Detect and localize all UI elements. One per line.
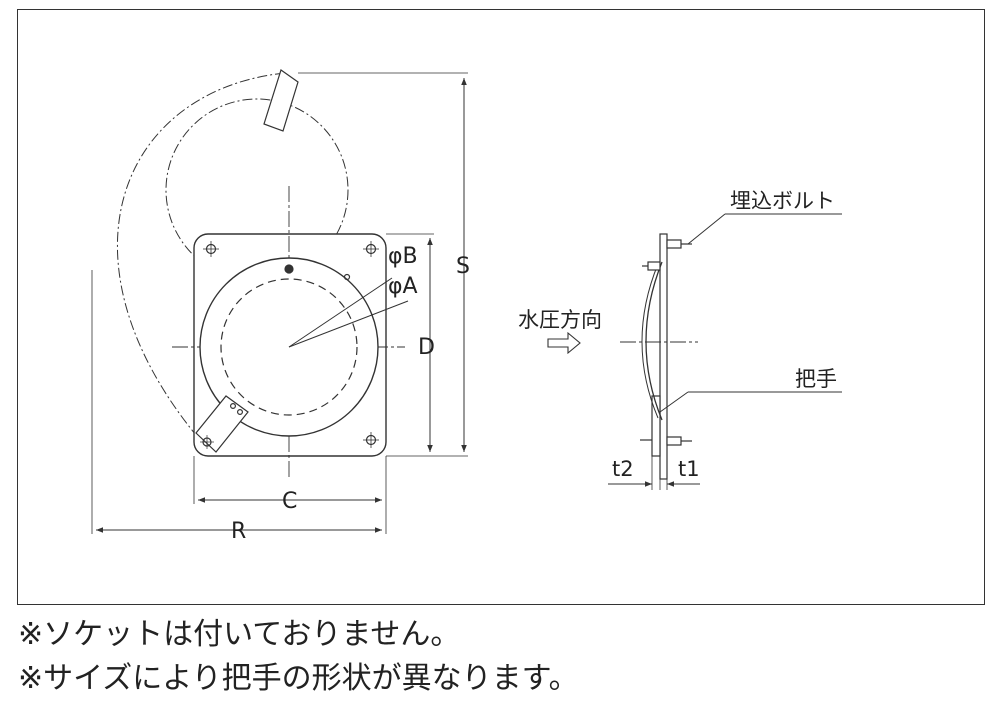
- note-2: ※サイズにより把手の形状が異なります。: [18, 661, 579, 696]
- front-view: [117, 69, 409, 480]
- note-1: ※ソケットは付いておりません。: [18, 617, 461, 652]
- corner-bolts: [203, 241, 379, 448]
- r-label: R: [231, 519, 246, 544]
- side-bolts: [640, 239, 692, 446]
- side-plate: [659, 233, 668, 480]
- dimension-lines: [91, 72, 468, 534]
- swing-circle: [165, 98, 349, 282]
- swing-path: [117, 72, 286, 441]
- water-pressure-label: 水圧方向: [518, 308, 602, 332]
- pressure-arrow: [547, 331, 581, 355]
- phi-b-label: φB: [388, 244, 418, 269]
- t1-label: t1: [678, 457, 700, 481]
- diagram-frame: [17, 9, 985, 605]
- embed-bolt-label: 埋込ボルト: [730, 189, 835, 213]
- phi-a-label: φA: [388, 274, 418, 299]
- d-label: D: [418, 335, 435, 360]
- c-label: C: [282, 489, 297, 514]
- side-view: [547, 213, 842, 490]
- opening-circle: [220, 278, 358, 416]
- top-handle: [263, 69, 299, 132]
- door-curve: [645, 261, 663, 421]
- t2-label: t2: [612, 457, 634, 481]
- s-label: S: [456, 254, 470, 279]
- handle-label: 把手: [795, 367, 837, 391]
